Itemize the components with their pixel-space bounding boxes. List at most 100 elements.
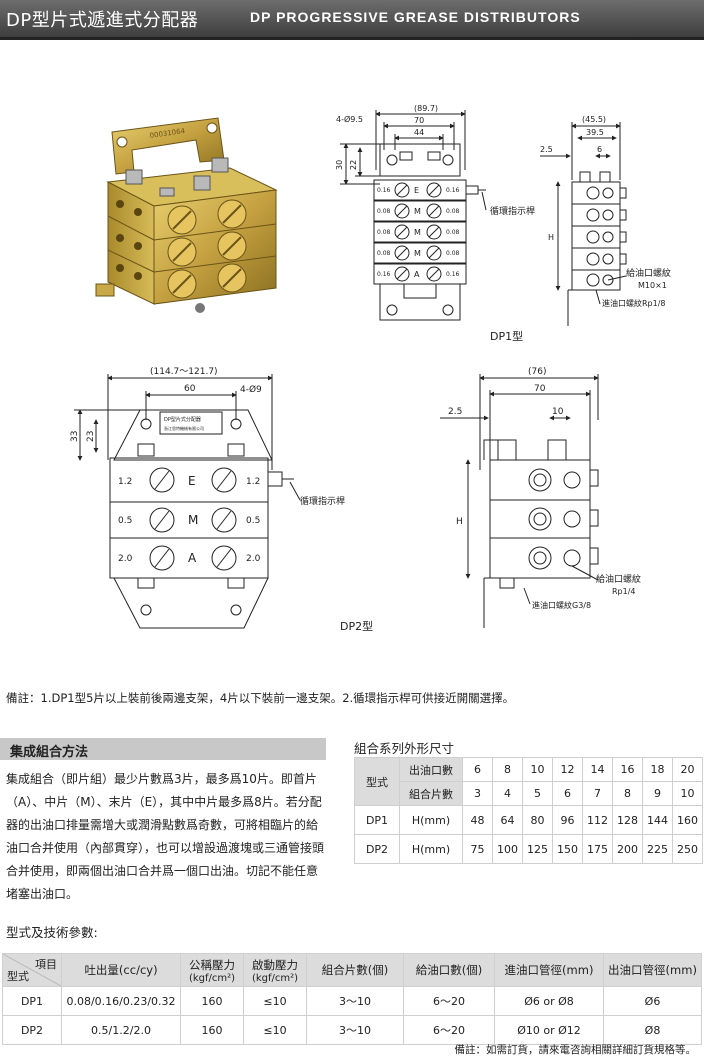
dim-height-value: 175 xyxy=(582,834,613,864)
dp1-indicator-label: 循環指示桿 xyxy=(490,205,535,217)
spec-inlet: Ø6 or Ø8 xyxy=(494,986,604,1016)
spec-discharge-header: 吐出量(cc/cy) xyxy=(61,953,181,987)
dim-piece-count: 4 xyxy=(492,781,523,806)
dp2-supply-thread: Rp1/4 xyxy=(612,587,636,596)
dp1-side-h: H xyxy=(548,233,554,242)
dim-piece-count: 8 xyxy=(612,781,643,806)
spec-ports-header: 給油口數(個) xyxy=(403,953,495,987)
dim-height-value: 80 xyxy=(522,805,553,835)
dp1-supply-label: 給油口螺紋 xyxy=(626,267,671,279)
dp2-front-labels: (114.7～121.7) 60 4-Ø9 33 23 DP型片式分配器 浙江思… xyxy=(70,367,373,633)
dp2-plate-line1: DP型片式分配器 xyxy=(164,416,201,423)
spec-ports: 6～20 xyxy=(403,986,495,1016)
dp2-plate-line2: 浙江思特機械有限公司 xyxy=(164,425,204,431)
spec-start-unit: (kgf/cm²) xyxy=(251,972,299,984)
dp1-block-right-value: 0.08 xyxy=(446,229,460,236)
dp2-dim-width: 60 xyxy=(184,384,196,394)
corner-diagonal xyxy=(3,954,61,986)
dp1-block-left-value: 0.08 xyxy=(377,208,391,215)
dp1-dim-hole: 4-Ø9.5 xyxy=(336,114,363,124)
dp2-model-label: DP2型 xyxy=(340,619,373,633)
dp1-dim-h22: 22 xyxy=(349,160,358,170)
dp2-block-letter: A xyxy=(188,551,197,565)
dim-height-value: 128 xyxy=(612,805,643,835)
dp2-block-left-value: 2.0 xyxy=(118,554,133,564)
dim-height-value: 250 xyxy=(672,834,703,864)
dp1-side-width: (45.5) xyxy=(582,115,606,124)
dim-height-value: 125 xyxy=(522,834,553,864)
dp1-dim-overall: (89.7) xyxy=(414,104,438,113)
dim-height-value: 160 xyxy=(672,805,703,835)
method-heading: 集成組合方法 xyxy=(10,745,89,760)
spec-start: ≤10 xyxy=(243,1015,307,1045)
dp1-side-six: 6 xyxy=(597,145,602,154)
spec-nominal-header: 公稱壓力 (kgf/cm²) xyxy=(180,953,244,987)
spec-inlet-header: 進油口管徑(mm) xyxy=(494,953,604,987)
dp1-side-labels: (45.5) 39.5 2.5 6 H 給油口螺紋 M10×1 進油口螺紋Rp1… xyxy=(540,115,671,308)
spec-start: ≤10 xyxy=(243,986,307,1016)
distributor-photo: 00031064 xyxy=(95,117,278,313)
dp2-dim-h33: 33 xyxy=(70,431,80,442)
dim-height-value: 150 xyxy=(552,834,583,864)
page-title-en: DP PROGRESSIVE GREASE DISTRIBUTORS xyxy=(250,9,581,25)
dim-height-value: 100 xyxy=(492,834,523,864)
dp2-block-letter: E xyxy=(188,474,196,488)
dp2-front-view xyxy=(74,374,301,629)
dp1-block-letter: M xyxy=(414,228,421,237)
dp1-block-letter: M xyxy=(414,249,421,258)
dim-outlets-header: 出油口數 xyxy=(399,757,463,782)
dp2-side-width: (76) xyxy=(528,367,546,377)
spec-nominal: 160 xyxy=(180,986,244,1016)
spec-start-label: 啟動壓力 xyxy=(252,957,298,972)
dp1-block-right-value: 0.08 xyxy=(446,208,460,215)
dp1-block-left-value: 0.08 xyxy=(377,229,391,236)
dp1-callouts: 循環指示桿 DP1型 xyxy=(490,205,535,343)
dp1-inlet-label: 進油口螺紋Rp1/8 xyxy=(602,298,666,308)
dim-row-unit: H(mm) xyxy=(399,834,463,864)
dp1-model-label: DP1型 xyxy=(490,329,523,343)
title-bar: DP型片式遞進式分配器 DP PROGRESSIVE GREASE DISTRI… xyxy=(0,0,704,40)
dim-piece-count: 5 xyxy=(522,781,553,806)
technical-drawings: 00031064 xyxy=(70,104,671,633)
spec-header-row: 項目 型式 吐出量(cc/cy) 公稱壓力 (kgf/cm²) 啟動壓力 (kg… xyxy=(2,953,702,987)
footer-note: 備註：如需訂貨，請來電咨詢相關詳細訂貨規格等。 xyxy=(454,1044,697,1056)
dim-outlet-count: 14 xyxy=(582,757,613,782)
spec-model: DP1 xyxy=(2,986,62,1016)
dim-piece-count: 10 xyxy=(672,781,703,806)
dp1-block-letter: E xyxy=(414,186,419,195)
dp1-block-left-value: 0.16 xyxy=(377,187,391,194)
dim-outlet-count: 18 xyxy=(642,757,673,782)
installation-note: 備註：1.DP1型5片以上裝前後兩邊支架，4片以下裝前一邊支架。2.循環指示桿可… xyxy=(6,691,515,705)
dim-piece-count: 6 xyxy=(552,781,583,806)
spec-nominal-label: 公稱壓力 xyxy=(189,957,235,972)
dp1-side-offset: 2.5 xyxy=(540,145,553,154)
dp1-dim-h30: 30 xyxy=(335,160,344,170)
dp2-block-right-value: 2.0 xyxy=(246,554,261,564)
dp2-side-view xyxy=(440,374,599,628)
dim-height-value: 75 xyxy=(462,834,493,864)
dp1-block-right-value: 0.08 xyxy=(446,250,460,257)
spec-pieces: 3～10 xyxy=(306,1015,404,1045)
dp2-dim-h23: 23 xyxy=(86,431,96,442)
spec-discharge: 0.08/0.16/0.23/0.32 xyxy=(61,986,181,1016)
dim-height-value: 112 xyxy=(582,805,613,835)
dim-height-value: 96 xyxy=(552,805,583,835)
dp1-side-inner: 39.5 xyxy=(586,128,604,137)
method-heading-bar: 集成組合方法 xyxy=(0,738,326,760)
dp1-dim-width: 70 xyxy=(414,116,424,125)
corner-bottom: 型式 xyxy=(7,970,29,983)
dim-pieces-header: 組合片數 xyxy=(399,781,463,806)
dim-height-value: 144 xyxy=(642,805,673,835)
page-title-cn: DP型片式遞進式分配器 xyxy=(6,10,199,31)
dp1-front-labels: (89.7) 70 44 4-Ø9.5 30 22 xyxy=(335,104,438,170)
dp2-side-inner: 70 xyxy=(534,384,546,394)
dim-row-model: DP1 xyxy=(354,805,400,835)
dim-piece-count: 7 xyxy=(582,781,613,806)
dp2-side-offset: 2.5 xyxy=(448,407,462,417)
dp2-block-right-value: 1.2 xyxy=(246,477,260,487)
spec-row-dp1: DP1 0.08/0.16/0.23/0.32 160 ≤10 3～10 6～2… xyxy=(2,986,702,1016)
